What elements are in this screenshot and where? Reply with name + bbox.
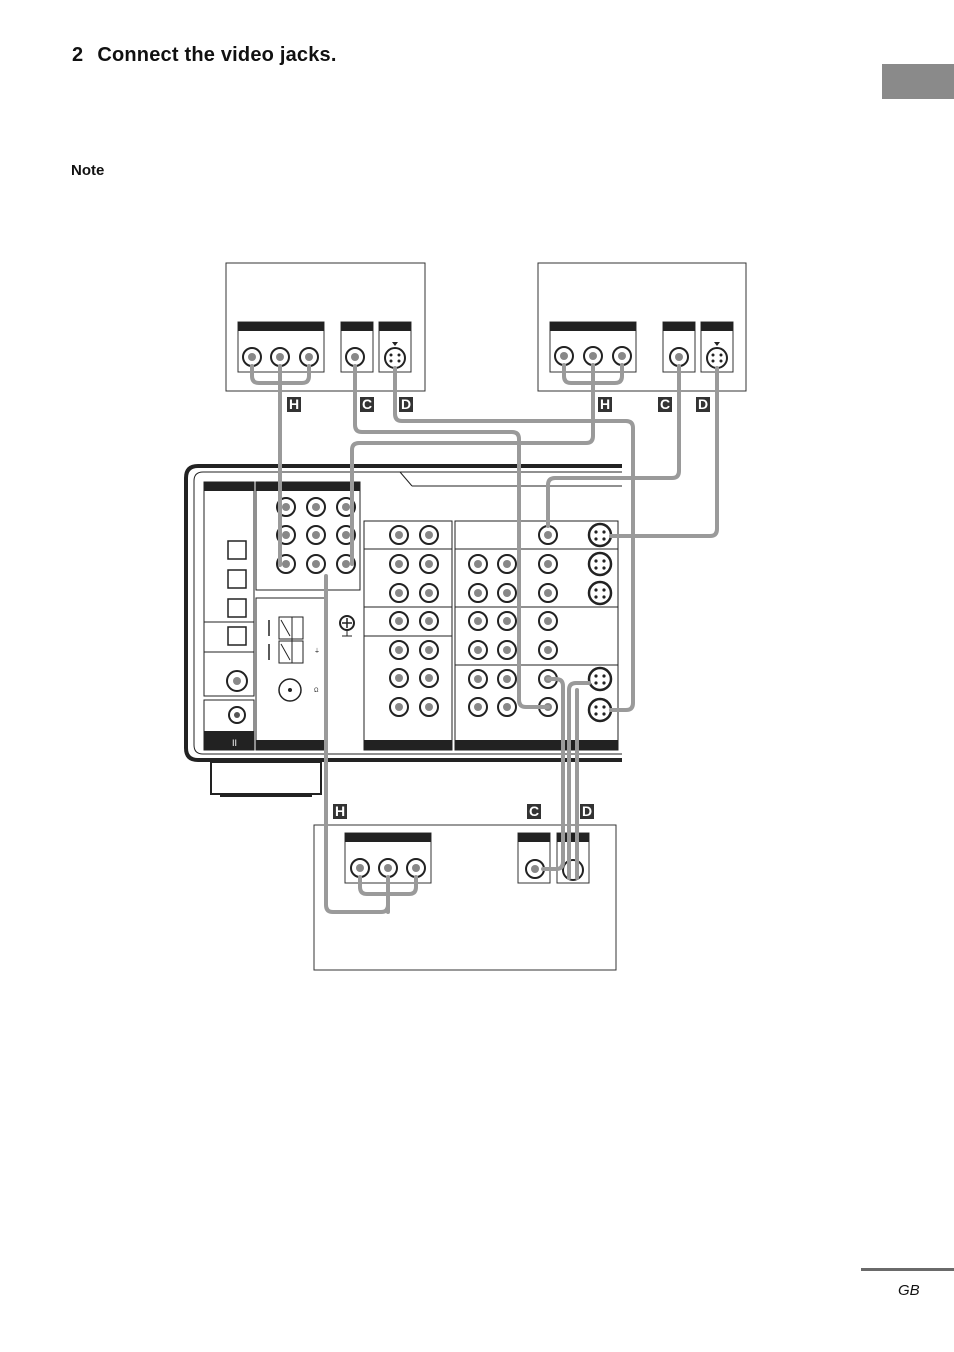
bottom-device (313, 824, 617, 971)
footer-rule (861, 1268, 954, 1271)
note-label: Note (71, 162, 105, 179)
svg-text:C: C (660, 396, 670, 412)
top-right-device (537, 262, 747, 392)
svg-text:H: H (335, 803, 345, 819)
label-bottom-svideo: D (580, 803, 594, 819)
label-top-left-svideo: D (399, 396, 413, 412)
step-number: 2 (72, 44, 84, 66)
svg-text:D: D (698, 396, 708, 412)
label-top-left-video: C (360, 396, 374, 412)
section-heading: 2 Connect the video jacks. (72, 44, 337, 67)
svg-text:H: H (289, 396, 299, 412)
svg-text:⏚: ⏚ (314, 648, 320, 655)
label-top-right-component: H (598, 396, 612, 412)
label-bottom-video: C (527, 803, 541, 819)
av-jacks (468, 522, 613, 723)
svg-text:C: C (362, 396, 372, 412)
cables (250, 363, 719, 914)
svg-text:H: H (600, 396, 610, 412)
label-top-right-video: C (658, 396, 672, 412)
audio-jacks (389, 525, 439, 717)
label-bottom-component: H (333, 803, 347, 819)
step-title: Connect the video jacks. (97, 44, 337, 66)
svg-text:D: D (401, 396, 411, 412)
svg-text:C: C (529, 803, 539, 819)
svg-text:II: II (232, 738, 237, 748)
label-top-right-svideo: D (696, 396, 710, 412)
svg-text:Ω: Ω (314, 688, 319, 694)
top-left-device (225, 262, 426, 392)
label-top-left-component: H (287, 396, 301, 412)
svg-text:D: D (582, 803, 592, 819)
footer-language: GB (898, 1282, 920, 1299)
component-jacks (276, 497, 356, 574)
receiver-panel: II ⏚ Ω (184, 464, 622, 797)
section-tab (882, 64, 954, 99)
